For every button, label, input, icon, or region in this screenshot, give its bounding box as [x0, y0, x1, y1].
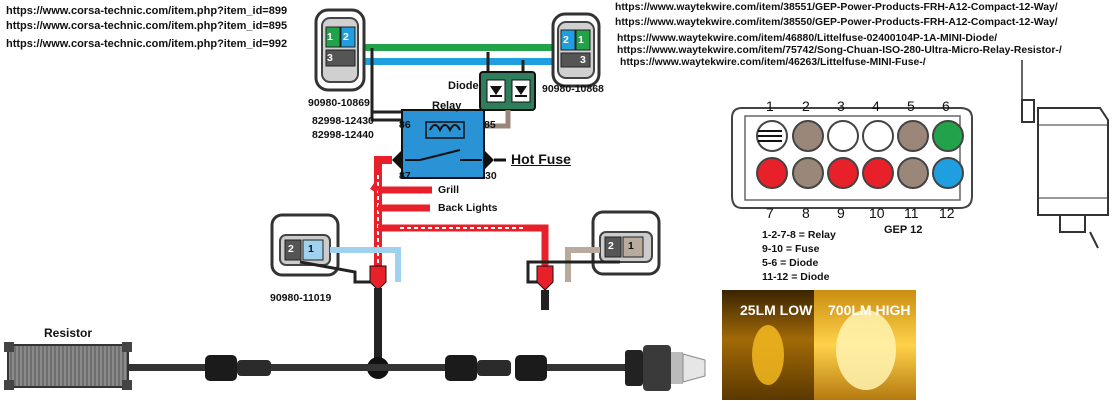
gep-cavity-8: [792, 157, 824, 189]
connector-90980-10869: [314, 8, 366, 92]
gep-number-8: 8: [802, 205, 810, 221]
part-bottom-left-connector: 90980-11019: [270, 292, 332, 304]
diode-pack: [479, 71, 536, 111]
gep-number-9: 9: [837, 205, 845, 221]
link-waytek-38551[interactable]: https://www.waytekwire.com/item/38551/GE…: [615, 2, 1058, 13]
gep-cavity-11: [897, 157, 929, 189]
back-lights-label: Back Lights: [438, 202, 498, 214]
relay-pin-30: 30: [485, 170, 497, 182]
part-right-connector: 90980-10868: [542, 83, 604, 95]
link-corsa-992[interactable]: https://www.corsa-technic.com/item.php?i…: [6, 38, 288, 50]
br-pin-2: 2: [608, 240, 614, 252]
link-waytek-46880[interactable]: https://www.waytekwire.com/item/46880/Li…: [617, 33, 998, 44]
connector-bottom-right: [526, 210, 661, 284]
gep-number-4: 4: [872, 98, 880, 114]
resistor-label: Resistor: [44, 326, 93, 340]
hot-fuse-label: Hot Fuse: [511, 151, 571, 167]
gep-number-12: 12: [939, 205, 955, 221]
gep-cavity-3: [827, 120, 859, 152]
green-blue-harness: [362, 44, 557, 122]
photo-low-label: 25LM LOW: [740, 302, 813, 318]
gep-cavity-4: [862, 120, 894, 152]
splice-caps: [369, 265, 554, 291]
gep-number-2: 2: [802, 98, 810, 114]
br-pin-1: 1: [628, 240, 634, 252]
tan-wire-85: [485, 110, 511, 129]
gep-number-7: 7: [766, 205, 774, 221]
right-pin-2: 2: [563, 34, 569, 46]
connector-90980-10868: [551, 12, 601, 88]
resistor: [4, 342, 132, 390]
gep-cavity-6: [932, 120, 964, 152]
gep12-side-view: [1021, 60, 1109, 249]
gep-cavity-10: [862, 157, 894, 189]
relay-body: [392, 109, 494, 179]
bl-pin-1: 1: [308, 243, 314, 255]
link-waytek-75742[interactable]: https://www.waytekwire.com/item/75742/So…: [617, 45, 1062, 56]
right-pin-3: 3: [580, 54, 586, 66]
link-corsa-899[interactable]: https://www.corsa-technic.com/item.php?i…: [6, 5, 288, 17]
gep-number-3: 3: [837, 98, 845, 114]
bl-pin-2: 2: [288, 243, 294, 255]
inline-plugs: [205, 355, 547, 381]
gep-number-1: 1: [766, 98, 774, 114]
grill-label: Grill: [438, 184, 460, 196]
gep-cavity-7: [756, 157, 788, 189]
relay-pin-87: 87: [399, 170, 411, 182]
diode-label: Diode: [448, 80, 479, 92]
relay-title: Relay: [432, 100, 462, 112]
legend-relay: 1-2-7-8 = Relay: [762, 229, 836, 241]
key-marks: [758, 130, 782, 142]
led-bulb: [625, 345, 706, 391]
gep-cavity-2: [792, 120, 824, 152]
gep-number-11: 11: [904, 205, 919, 221]
gep-legend: 1-2-7-8 = Relay 9-10 = Fuse 5-6 = Diode …: [762, 228, 836, 284]
part-left-connector: 90980-10869: [308, 97, 370, 109]
gep-cavity-12: [932, 157, 964, 189]
legend-fuse: 9-10 = Fuse: [762, 243, 820, 255]
part-relay-2: 82998-12440: [312, 129, 374, 141]
gep-number-5: 5: [907, 98, 915, 114]
brightness-photos: [722, 290, 916, 400]
gep-cavity-9: [827, 157, 859, 189]
link-corsa-895[interactable]: https://www.corsa-technic.com/item.php?i…: [6, 20, 288, 32]
connector-90980-11019: [270, 213, 401, 284]
gep-cavity-5: [897, 120, 929, 152]
relay-pin-86: 86: [399, 119, 411, 131]
gep-number-10: 10: [869, 205, 885, 221]
gep12-face: [731, 107, 973, 209]
link-waytek-38550[interactable]: https://www.waytekwire.com/item/38550/GE…: [615, 17, 1058, 28]
left-pin-3: 3: [327, 52, 333, 64]
gep-label: GEP 12: [884, 224, 923, 236]
left-pin-1: 1: [327, 31, 333, 43]
legend-diode-56: 5-6 = Diode: [762, 257, 819, 269]
photo-high-label: 700LM HIGH: [828, 302, 911, 318]
black-harness: [128, 288, 638, 379]
relay-pin-85: 85: [484, 119, 496, 131]
legend-diode-1112: 11-12 = Diode: [762, 271, 830, 283]
link-waytek-46263[interactable]: https://www.waytekwire.com/item/46263/Li…: [620, 57, 926, 68]
right-pin-1: 1: [578, 34, 584, 46]
gep-number-6: 6: [942, 98, 950, 114]
left-pin-2: 2: [343, 31, 349, 43]
part-relay-1: 82998-12430: [312, 115, 374, 127]
